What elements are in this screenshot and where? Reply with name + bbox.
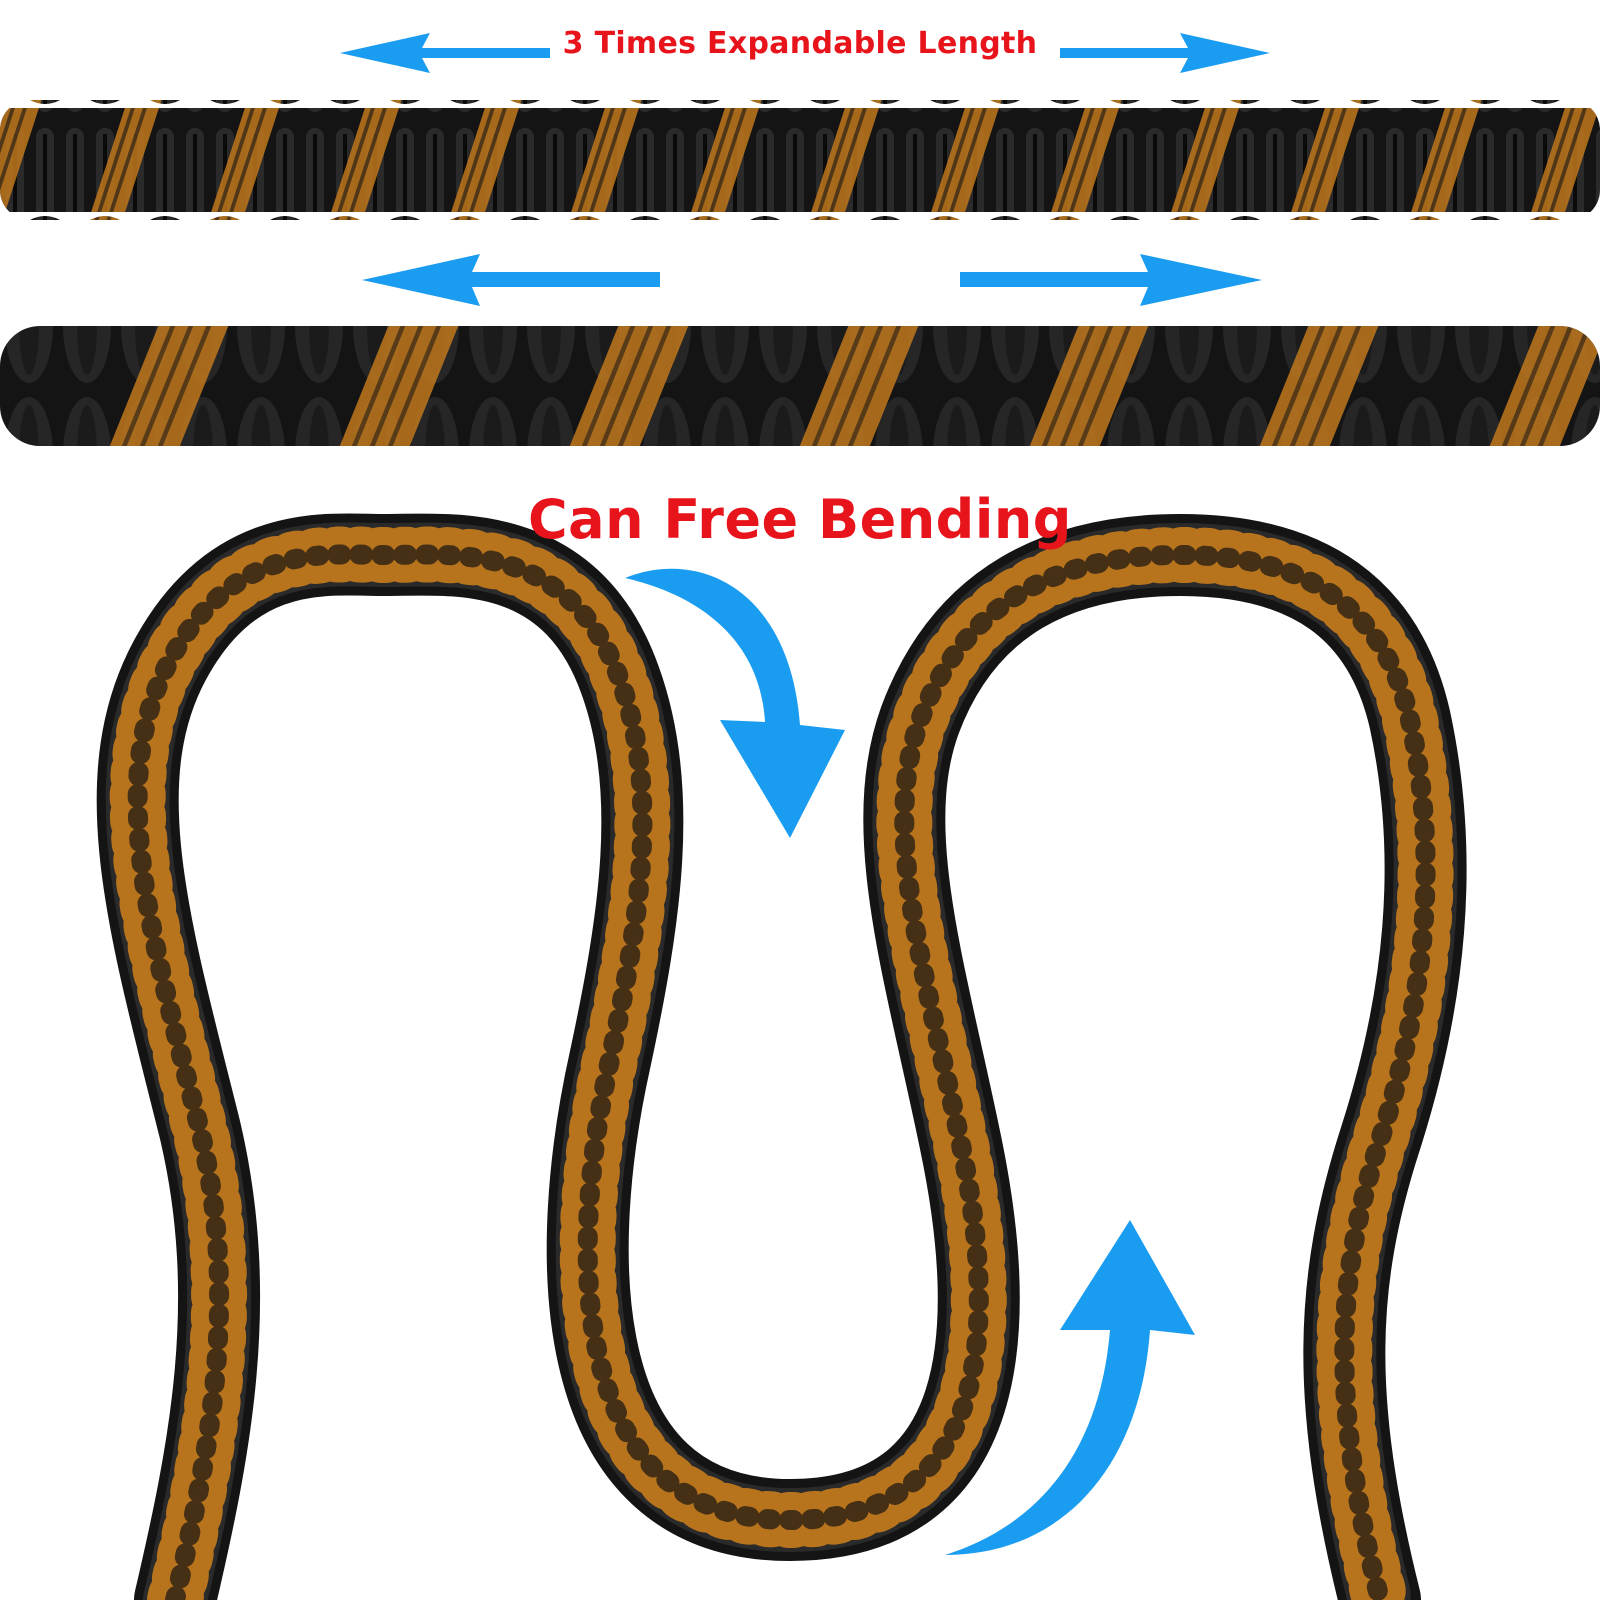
free-bending-caption: Can Free Bending bbox=[528, 488, 1072, 551]
double-headed-arrow-icon bbox=[340, 33, 1270, 73]
curved-arrow-icon bbox=[625, 568, 1195, 1555]
hose-expanded bbox=[0, 326, 1600, 446]
hose-bent bbox=[96, 513, 1467, 1600]
expandable-length-caption: 3 Times Expandable Length bbox=[562, 26, 1038, 61]
hose-compressed bbox=[0, 96, 1600, 224]
double-headed-arrow-icon bbox=[362, 254, 1262, 306]
